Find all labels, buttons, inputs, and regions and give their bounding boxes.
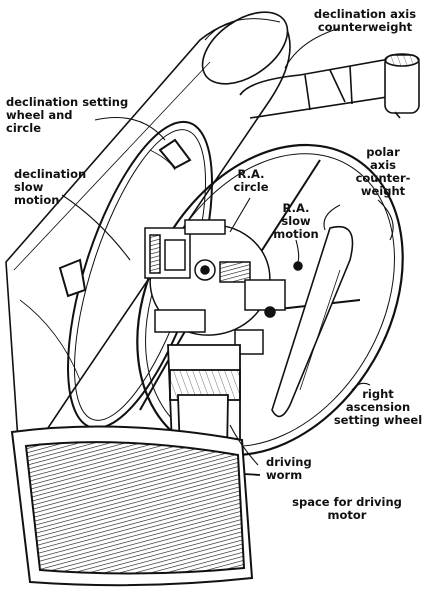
label-declination-slow-motion: declination slow motion — [14, 167, 87, 207]
label-declination-setting-wheel: declination setting wheel and circle — [6, 95, 129, 135]
label-declination-counterweight: declination axis counterweight — [313, 7, 417, 34]
base-box — [10, 425, 254, 587]
label-driving-motor-space: space for driving motor — [292, 495, 402, 522]
label-right-ascension-wheel: right ascension setting wheel — [333, 387, 423, 427]
label-driving-worm: driving worm — [266, 455, 312, 482]
ra-mechanism — [144, 219, 303, 355]
leader-lines — [61, 27, 394, 466]
label-ra-slow-motion: R.A. slow motion — [273, 201, 319, 241]
label-polar-axis-counterweight: polar axis counter- weight — [355, 145, 411, 198]
label-ra-circle: R.A. circle — [233, 167, 269, 194]
polar-counterweight — [271, 225, 354, 418]
declination-counterweight-arm — [239, 53, 420, 119]
